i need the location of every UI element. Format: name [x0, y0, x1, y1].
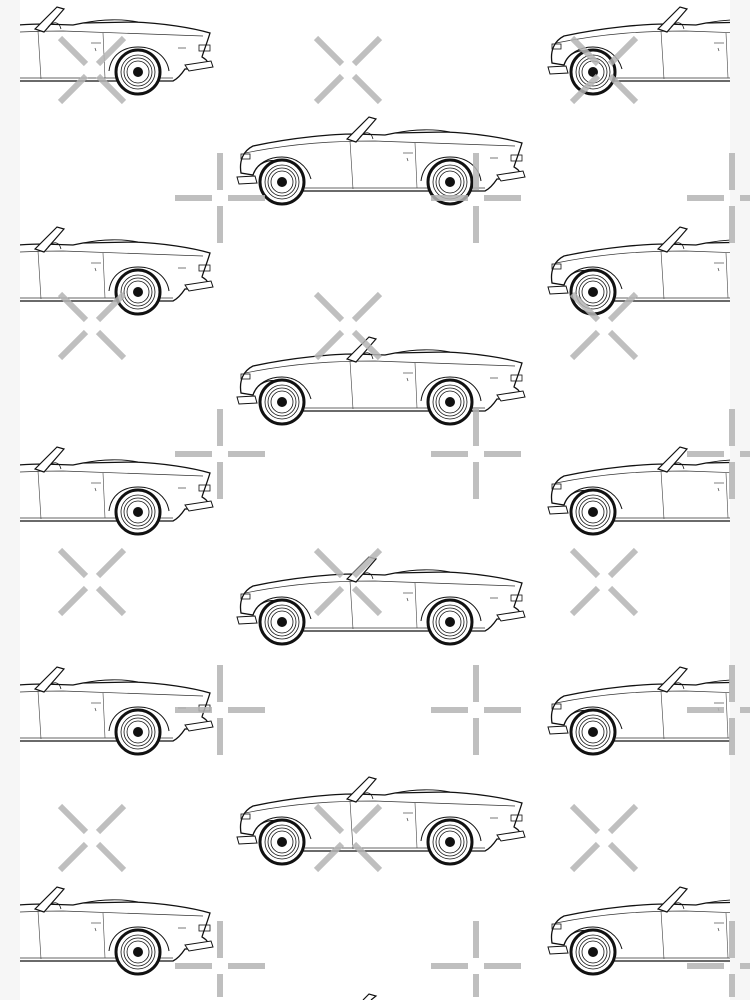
- plus-mark-icon: [431, 665, 521, 755]
- plus-mark-icon: [431, 153, 521, 243]
- plus-mark-icon: [431, 921, 521, 997]
- x-mark-icon: [569, 803, 639, 873]
- plus-mark-icon: [175, 665, 265, 755]
- plus-mark-icon: [687, 153, 750, 243]
- plus-mark-icon: [175, 921, 265, 997]
- x-mark-icon: [569, 35, 639, 105]
- plus-mark-icon: [687, 921, 750, 997]
- x-mark-icon: [57, 291, 127, 361]
- x-mark-icon: [313, 547, 383, 617]
- plus-mark-icon: [431, 409, 521, 499]
- plus-mark-icon: [175, 153, 265, 243]
- x-mark-icon: [313, 35, 383, 105]
- x-mark-icon: [313, 803, 383, 873]
- x-mark-icon: [57, 35, 127, 105]
- plus-mark-icon: [175, 409, 265, 499]
- watermark-layer: [57, 35, 750, 997]
- plus-mark-icon: [687, 665, 750, 755]
- x-mark-icon: [569, 291, 639, 361]
- x-mark-icon: [57, 803, 127, 873]
- plus-mark-icon: [687, 409, 750, 499]
- x-mark-icon: [313, 291, 383, 361]
- x-mark-icon: [57, 547, 127, 617]
- x-mark-icon: [569, 547, 639, 617]
